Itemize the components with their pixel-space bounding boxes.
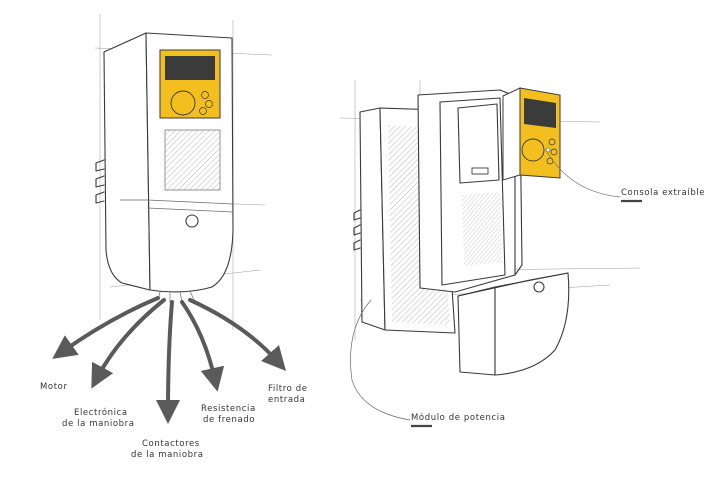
bottom-cover bbox=[457, 272, 570, 376]
arrow-resistencia bbox=[180, 300, 225, 392]
label-modulo: Módulo de potencia bbox=[411, 412, 506, 423]
console-extracted bbox=[502, 87, 561, 181]
knob-icon bbox=[185, 214, 199, 228]
label-filtro-1: Filtro de bbox=[268, 384, 308, 394]
label-electronica-1: Electrónica bbox=[74, 407, 128, 418]
label-electronica-2: de la maniobra bbox=[62, 419, 135, 429]
label-resistencia-2: de frenado bbox=[203, 415, 255, 425]
cable-arrows bbox=[52, 296, 286, 424]
leader-consola bbox=[545, 149, 621, 198]
left-device bbox=[94, 14, 273, 330]
vent-grille bbox=[165, 130, 220, 190]
arrow-contactores bbox=[156, 300, 181, 424]
knob-icon bbox=[533, 281, 545, 293]
arrow-motor bbox=[52, 296, 160, 359]
right-labels: Consola extraíble Módulo de potencia bbox=[411, 188, 705, 428]
label-motor: Motor bbox=[40, 382, 68, 392]
right-device-exploded bbox=[339, 80, 641, 421]
label-resistencia-1: Resistencia bbox=[201, 404, 256, 414]
left-labels: Motor Electrónica de la maniobra Contact… bbox=[40, 382, 308, 460]
label-contactores-1: Contactores bbox=[142, 439, 200, 449]
label-consola: Consola extraíble bbox=[621, 188, 705, 198]
label-filtro-2: entrada bbox=[268, 395, 305, 405]
label-contactores-2: de la maniobra bbox=[131, 450, 204, 460]
leader-modulo bbox=[350, 299, 411, 421]
arrow-filtro bbox=[188, 298, 286, 371]
console-front bbox=[159, 49, 221, 119]
arrow-electronica bbox=[91, 298, 166, 389]
